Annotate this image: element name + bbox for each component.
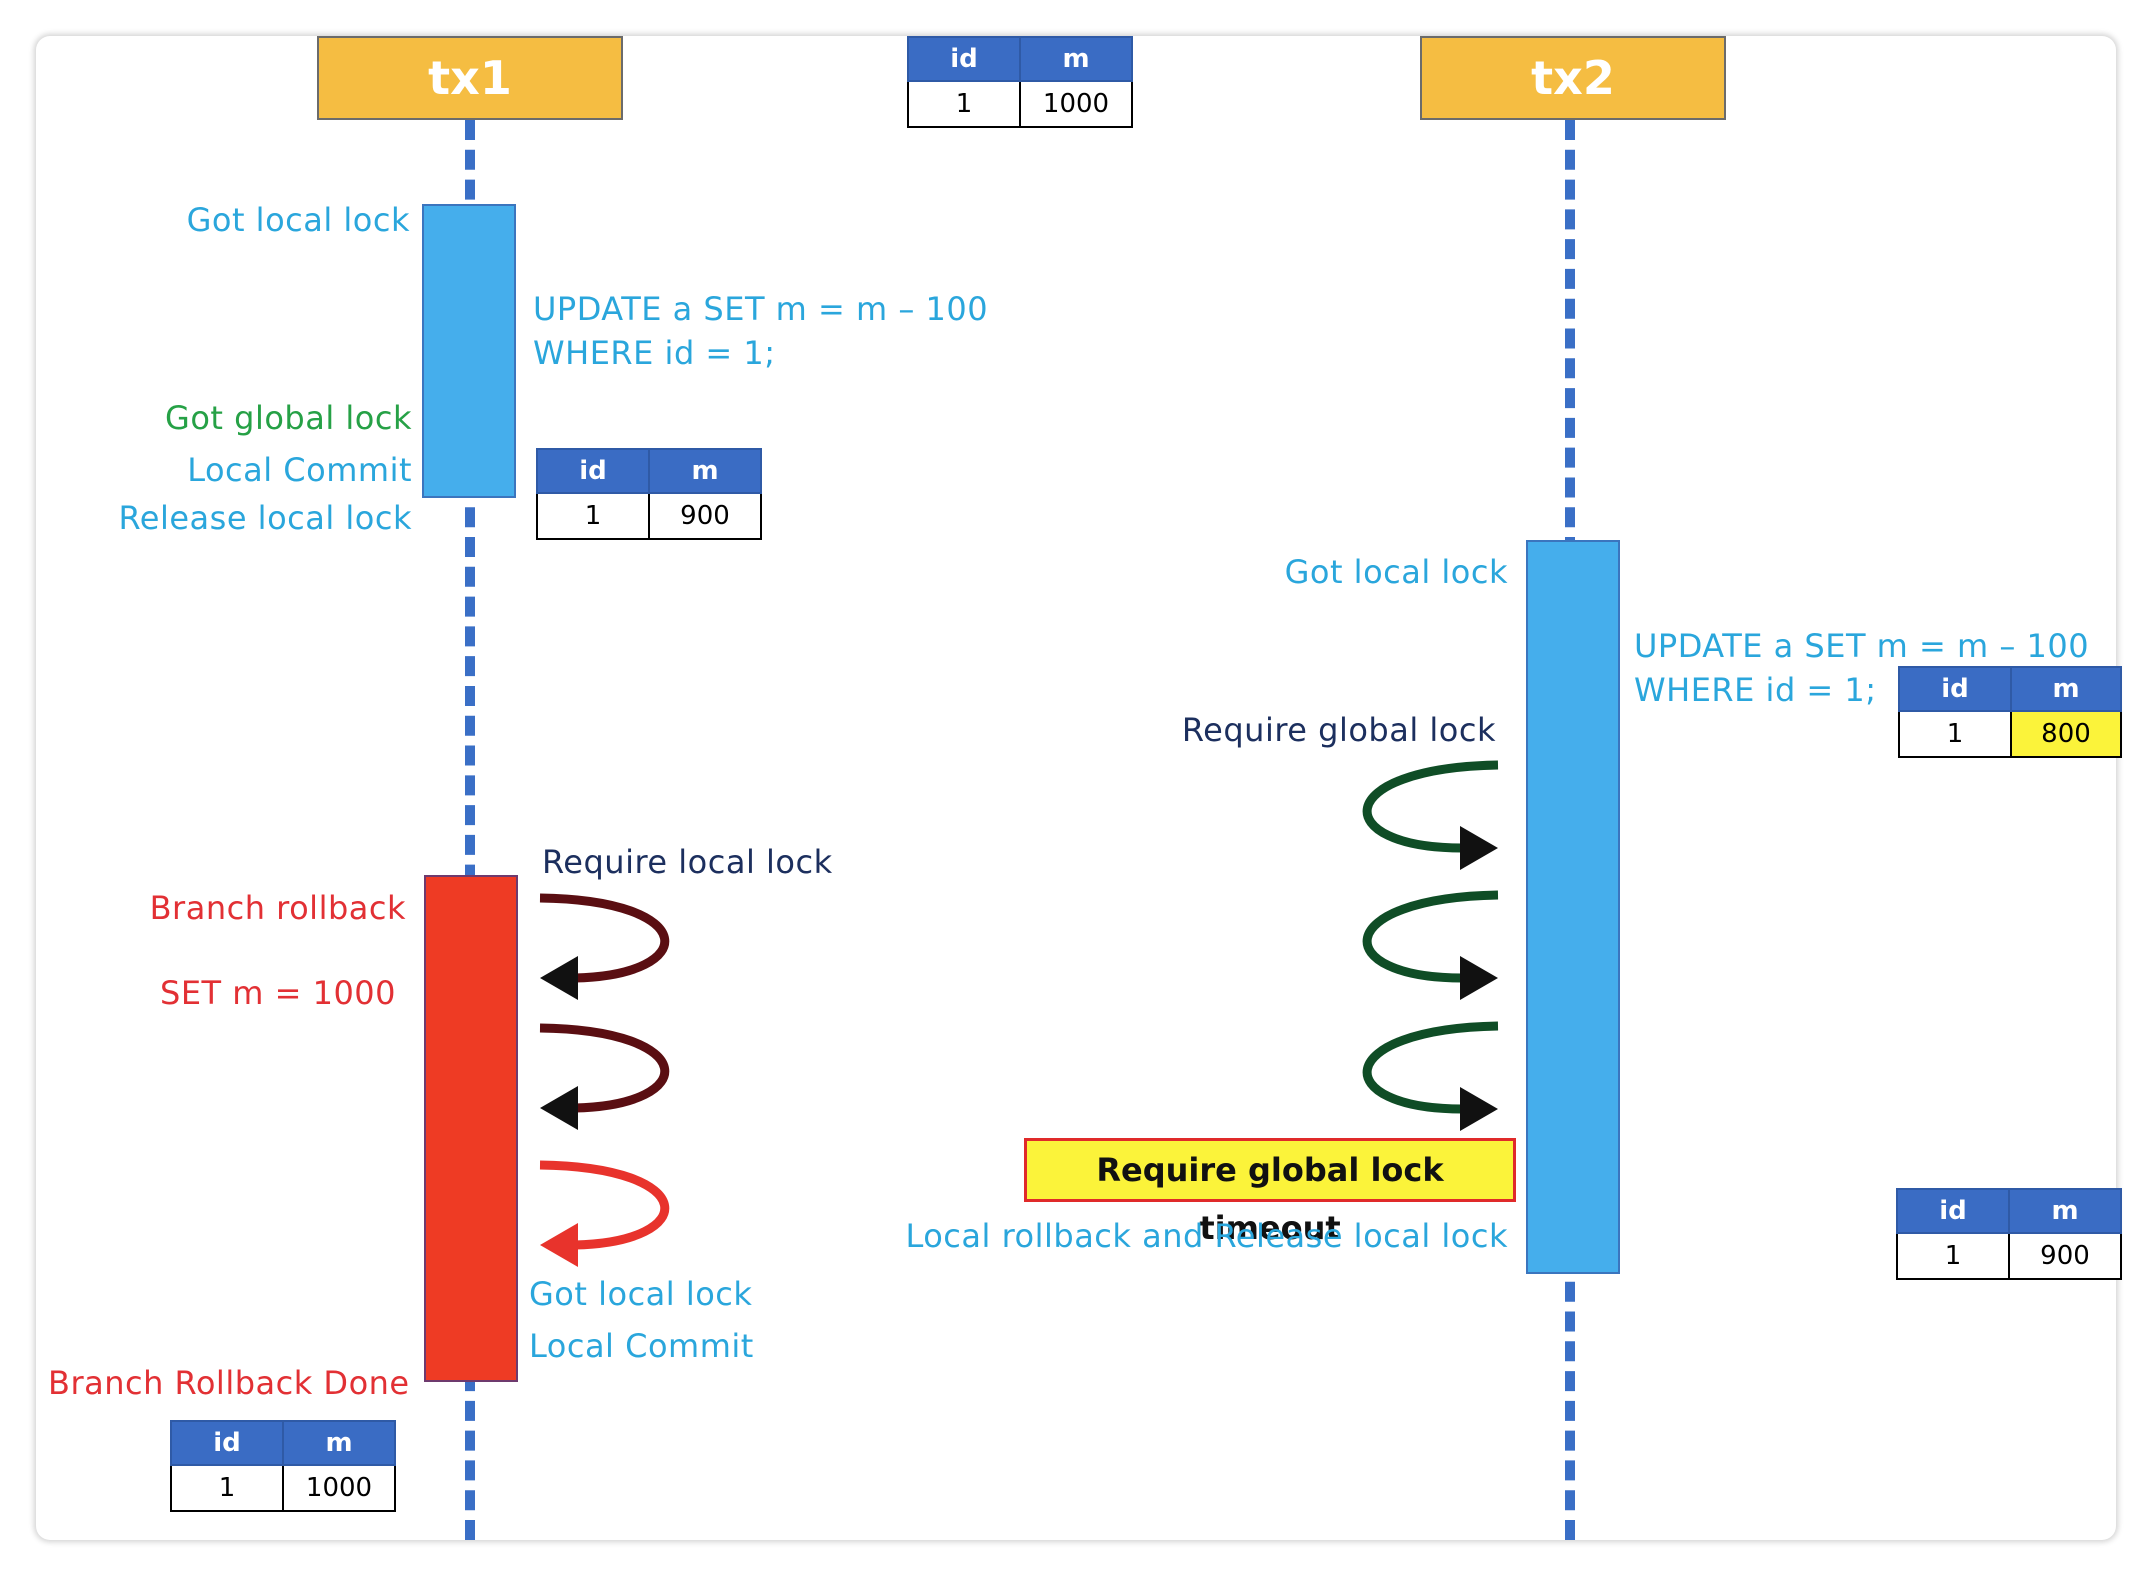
table-cell-m: 1000 [282,1464,396,1512]
tx2-activation-update [1526,540,1620,1274]
tx2-retry-arrow-2 [1362,890,1499,1000]
tx1-set-m-label: SET m = 1000 [160,974,397,1012]
tx2-retry-arrow-1 [1362,760,1499,870]
tx2-header: tx2 [1420,36,1726,120]
diagram-frame [36,36,2116,1540]
tx1-require-local-lock-label: Require local lock [542,843,833,881]
tx2-sql-line1: UPDATE a SET m = m – 100 [1634,627,2090,665]
tx1-release-local-lock-label: Release local lock [118,499,412,537]
tx1-got-global-lock-label: Got global lock [165,399,412,437]
tx2-retry-arrow-3 [1362,1021,1499,1131]
table-cell-id: 1 [1896,1232,2010,1280]
table-col-id: id [536,448,650,494]
table-col-id: id [1898,666,2012,712]
timeout-label: Require global lock timeout [1096,1151,1444,1247]
tx1-local-commit-2-label: Local Commit [529,1327,754,1365]
tx1-local-commit-label: Local Commit [187,451,412,489]
tx2-got-local-lock-label: Got local lock [1284,553,1508,591]
global-lock-timeout-box: Require global lock timeout [1024,1138,1516,1247]
tx1-header: tx1 [317,36,623,120]
table-cell-id: 1 [1898,710,2012,758]
table-cell-id: 1 [170,1464,284,1512]
table-col-id: id [907,36,1021,82]
tx1-activation-update [422,204,516,498]
table-col-id: id [1896,1188,2010,1234]
tx1-got-local-lock-label: Got local lock [186,201,410,239]
table-col-id: id [170,1420,284,1466]
tx1-sql-line1: UPDATE a SET m = m – 100 [533,290,989,328]
table-cell-m: 900 [2008,1232,2122,1280]
table-col-m: m [2010,666,2122,712]
tx1-branch-rollback-label: Branch rollback [149,889,406,927]
table-cell-id: 1 [907,80,1021,128]
tx1-sql-line2: WHERE id = 1; [533,334,776,372]
tx2-sql-line2: WHERE id = 1; [1634,671,1877,709]
tx1-lifeline [465,120,475,1540]
tx1-branch-rollback-done-label: Branch Rollback Done [48,1364,410,1402]
table-cell-id: 1 [536,492,650,540]
table-cell-m: 900 [648,492,762,540]
tx1-retry-arrow-2 [539,1023,670,1130]
tx2-local-rollback-label: Local rollback and Release local lock [905,1217,1508,1255]
tx1-activation-rollback [424,875,518,1382]
tx1-retry-arrow-1 [539,893,670,1000]
table-col-m: m [648,448,762,494]
table-col-m: m [1019,36,1133,82]
table-col-m: m [282,1420,396,1466]
tx2-require-global-lock-label: Require global lock [1181,711,1496,749]
table-cell-m-highlighted: 800 [2010,710,2122,758]
tx1-retry-arrow-3 [539,1160,670,1267]
tx1-got-local-lock-2-label: Got local lock [529,1275,753,1313]
table-col-m: m [2008,1188,2122,1234]
table-cell-m: 1000 [1019,80,1133,128]
